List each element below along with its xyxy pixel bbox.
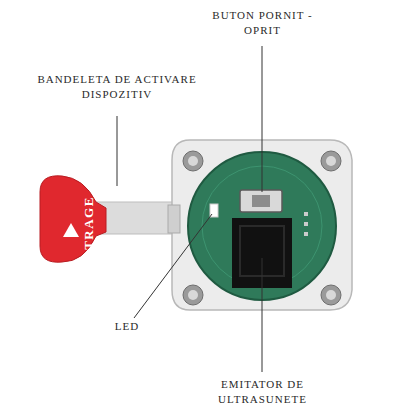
header-pins bbox=[304, 212, 308, 236]
power-button bbox=[240, 190, 282, 212]
tab-text: TRAGE bbox=[81, 196, 97, 250]
part-label: EMITATOR DE ULTRASUNETE bbox=[200, 377, 325, 407]
pull-tab-shape bbox=[36, 172, 108, 266]
pull-tab: TRAGE bbox=[36, 172, 108, 266]
button-cap bbox=[252, 195, 270, 207]
part-label: LED bbox=[102, 319, 152, 334]
strip-slot bbox=[168, 205, 180, 233]
part-label: BANDELETA DE ACTIVARE DISPOZITIV bbox=[32, 72, 202, 102]
part-label: BUTON PORNIT - OPRIT bbox=[205, 8, 320, 38]
